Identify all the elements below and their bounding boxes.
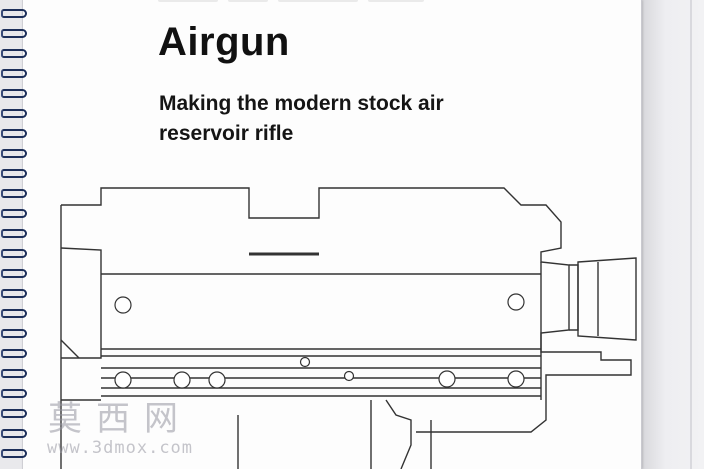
binding-coil	[1, 369, 27, 378]
binding-coil	[1, 229, 27, 238]
binding-coil	[1, 449, 27, 458]
binding-coil	[1, 269, 27, 278]
binding-coil	[1, 169, 27, 178]
screw-hole-7	[507, 370, 525, 388]
binding-coil	[1, 189, 27, 198]
screw-hole-2	[173, 371, 191, 389]
screw-hole-6	[438, 370, 456, 388]
binding-coil	[1, 289, 27, 298]
binding-coil	[1, 429, 27, 438]
binding-coil	[1, 29, 27, 38]
binding-coil	[1, 349, 27, 358]
binding-coil	[1, 69, 27, 78]
page-subtitle: Making the modern stock air reservoir ri…	[159, 92, 444, 145]
left-stock-edge	[60, 247, 102, 359]
screw-hole-3	[208, 371, 226, 389]
binding-coil	[1, 209, 27, 218]
pin-hole-upper-left	[114, 296, 132, 314]
binding-coil	[1, 89, 27, 98]
binding-coil	[1, 249, 27, 258]
screw-hole-1	[114, 371, 132, 389]
receiver-outline	[61, 187, 632, 433]
screw-hole-5	[343, 370, 355, 382]
binding-coil	[1, 9, 27, 18]
left-stock-step	[60, 339, 80, 359]
pin-hole-upper-right	[507, 293, 525, 311]
trigger-guard	[370, 399, 412, 469]
binding-coil	[1, 149, 27, 158]
underlying-page-edge	[640, 0, 704, 469]
page-stack-edge	[690, 0, 692, 469]
binding-coil	[1, 389, 27, 398]
barrel	[577, 257, 637, 341]
binding-coil	[1, 129, 27, 138]
binding-coil	[1, 109, 27, 118]
airgun-technical-drawing	[60, 187, 637, 469]
binding-coil	[1, 49, 27, 58]
page-title: Airgun	[158, 20, 290, 64]
screw-hole-4	[299, 356, 311, 368]
book-page: Airgun Making the modern stock air reser…	[22, 0, 642, 469]
cropped-header-text	[158, 0, 438, 4]
binding-coil	[1, 329, 27, 338]
spiral-binding	[0, 0, 28, 469]
barrel-shroud	[569, 264, 579, 331]
binding-coil	[1, 309, 27, 318]
binding-coil	[1, 409, 27, 418]
